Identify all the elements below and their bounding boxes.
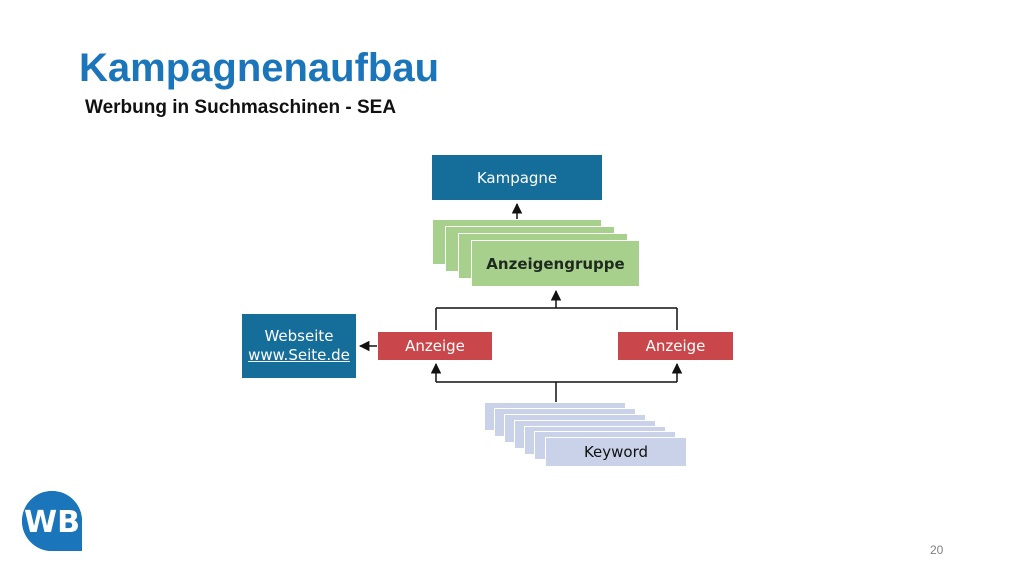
website-box: Webseite www.Seite.de [242, 314, 356, 378]
adgroup-label: Anzeigengruppe [486, 254, 625, 273]
website-label: Webseite [264, 326, 334, 345]
ad-box-right: Anzeige [618, 332, 733, 360]
page-number: 20 [930, 543, 944, 557]
keyword-label: Keyword [583, 443, 649, 461]
adgroup-box: Anzeigengruppe [471, 240, 640, 287]
slide-subtitle: Werbung in Suchmaschinen - SEA [85, 97, 397, 118]
ad-label-left: Anzeige [405, 337, 465, 355]
keyword-box: Keyword [545, 437, 687, 467]
slide-title: Kampagnenaufbau [79, 46, 440, 90]
ad-label-right: Anzeige [645, 337, 706, 355]
website-url: www.Seite.de [248, 346, 350, 364]
wb-logo-icon: WB [22, 491, 82, 551]
logo-text: WB [24, 505, 80, 540]
campaign-label: Kampagne [476, 168, 558, 187]
ad-box-left: Anzeige [378, 332, 492, 360]
campaign-box: Kampagne [432, 155, 602, 200]
website-content: Webseite www.Seite.de [242, 314, 356, 378]
